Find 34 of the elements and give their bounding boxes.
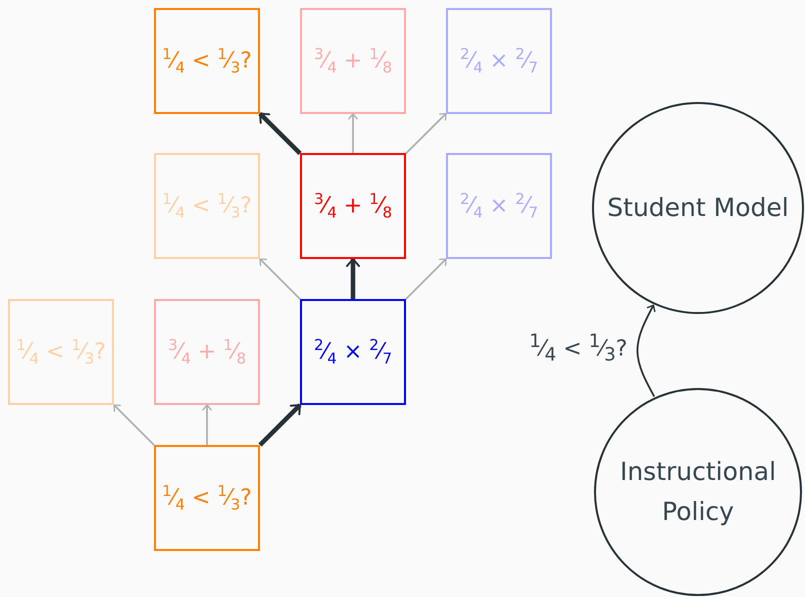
problem-box	[300, 153, 406, 259]
arrow	[405, 112, 447, 154]
arrow	[113, 404, 155, 446]
arrow	[258, 403, 302, 447]
math-expression: $^{3}$⁄$_{4}$ + $^{1}$⁄$_{8}$	[314, 45, 392, 77]
problem-box	[446, 8, 552, 114]
arrow	[202, 404, 212, 445]
math-expression: $^{1}$⁄$_{4}$ < $^{1}$⁄$_{3}$?	[162, 190, 252, 222]
math-expression: $^{2}$⁄$_{4}$ × $^{2}$⁄$_{7}$	[460, 190, 538, 222]
math-expression: $^{3}$⁄$_{4}$ + $^{1}$⁄$_{8}$	[314, 190, 392, 222]
problem-box	[446, 153, 552, 259]
math-expression: $^{3}$⁄$_{4}$ + $^{1}$⁄$_{8}$	[168, 336, 246, 368]
arrow	[348, 113, 358, 153]
arrow	[636, 304, 656, 397]
math-expression: $^{2}$⁄$_{4}$ × $^{2}$⁄$_{7}$	[314, 336, 392, 368]
problem-box	[154, 445, 260, 551]
arrow	[346, 258, 360, 299]
problem-box	[154, 153, 260, 259]
node-label: Student Model	[607, 192, 789, 224]
arrow	[258, 112, 302, 155]
math-expression: $^{1}$⁄$_{4}$ < $^{1}$⁄$_{3}$?	[16, 336, 106, 368]
arrow	[405, 258, 447, 300]
math-expression: $^{1}$⁄$_{4}$ < $^{1}$⁄$_{3}$?	[162, 482, 252, 514]
arrow	[259, 258, 301, 300]
problem-box	[154, 299, 260, 405]
math-expression: $^{2}$⁄$_{4}$ × $^{2}$⁄$_{7}$	[460, 45, 538, 77]
math-expression: $^{1}$⁄$_{4}$ < $^{1}$⁄$_{3}$?	[162, 45, 252, 77]
problem-box	[8, 299, 114, 405]
circle-node	[592, 102, 804, 314]
problem-box	[154, 8, 260, 114]
circle-node	[594, 388, 802, 596]
node-label: Instructional Policy	[618, 456, 778, 528]
problem-box	[300, 299, 406, 405]
problem-box	[300, 8, 406, 114]
